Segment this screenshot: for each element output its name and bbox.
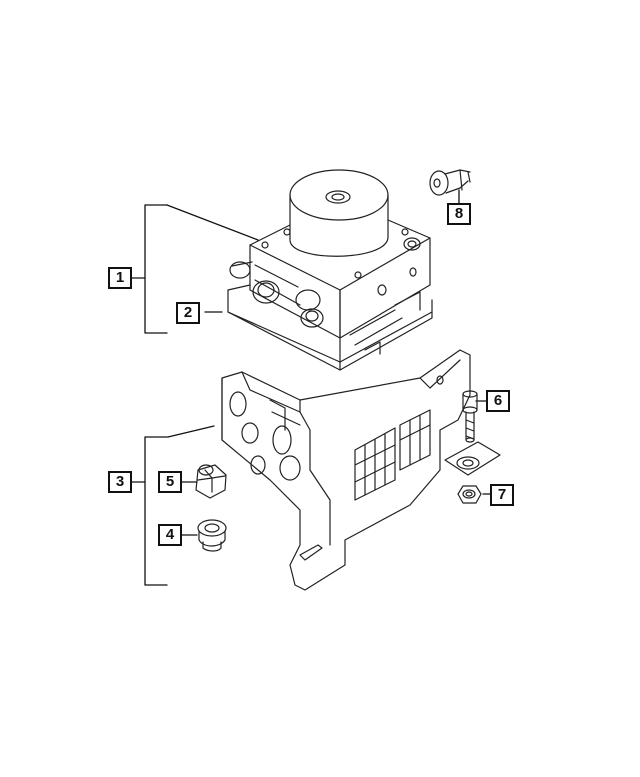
part-4-grommet	[197, 519, 227, 552]
callout-4[interactable]: 4	[158, 524, 182, 546]
bracket-3	[144, 436, 169, 586]
callout-7[interactable]: 7	[490, 484, 514, 506]
callout-2[interactable]: 2	[176, 302, 200, 324]
leader-3-top	[167, 425, 215, 438]
part-8-push-pin	[429, 169, 471, 196]
leader-lines	[131, 189, 491, 586]
callout-8[interactable]: 8	[447, 203, 471, 225]
part-3-bracket	[221, 349, 501, 591]
part-5-connector	[195, 464, 227, 499]
callout-5[interactable]: 5	[158, 471, 182, 493]
callout-3[interactable]: 3	[108, 471, 132, 493]
part-1-abs-module	[227, 169, 433, 371]
leader-1-top	[166, 204, 259, 241]
part-6-bolt	[462, 390, 478, 443]
callout-6[interactable]: 6	[486, 390, 510, 412]
bracket-1	[144, 204, 168, 334]
callout-1[interactable]: 1	[108, 267, 132, 289]
part-7-nut	[457, 485, 482, 504]
